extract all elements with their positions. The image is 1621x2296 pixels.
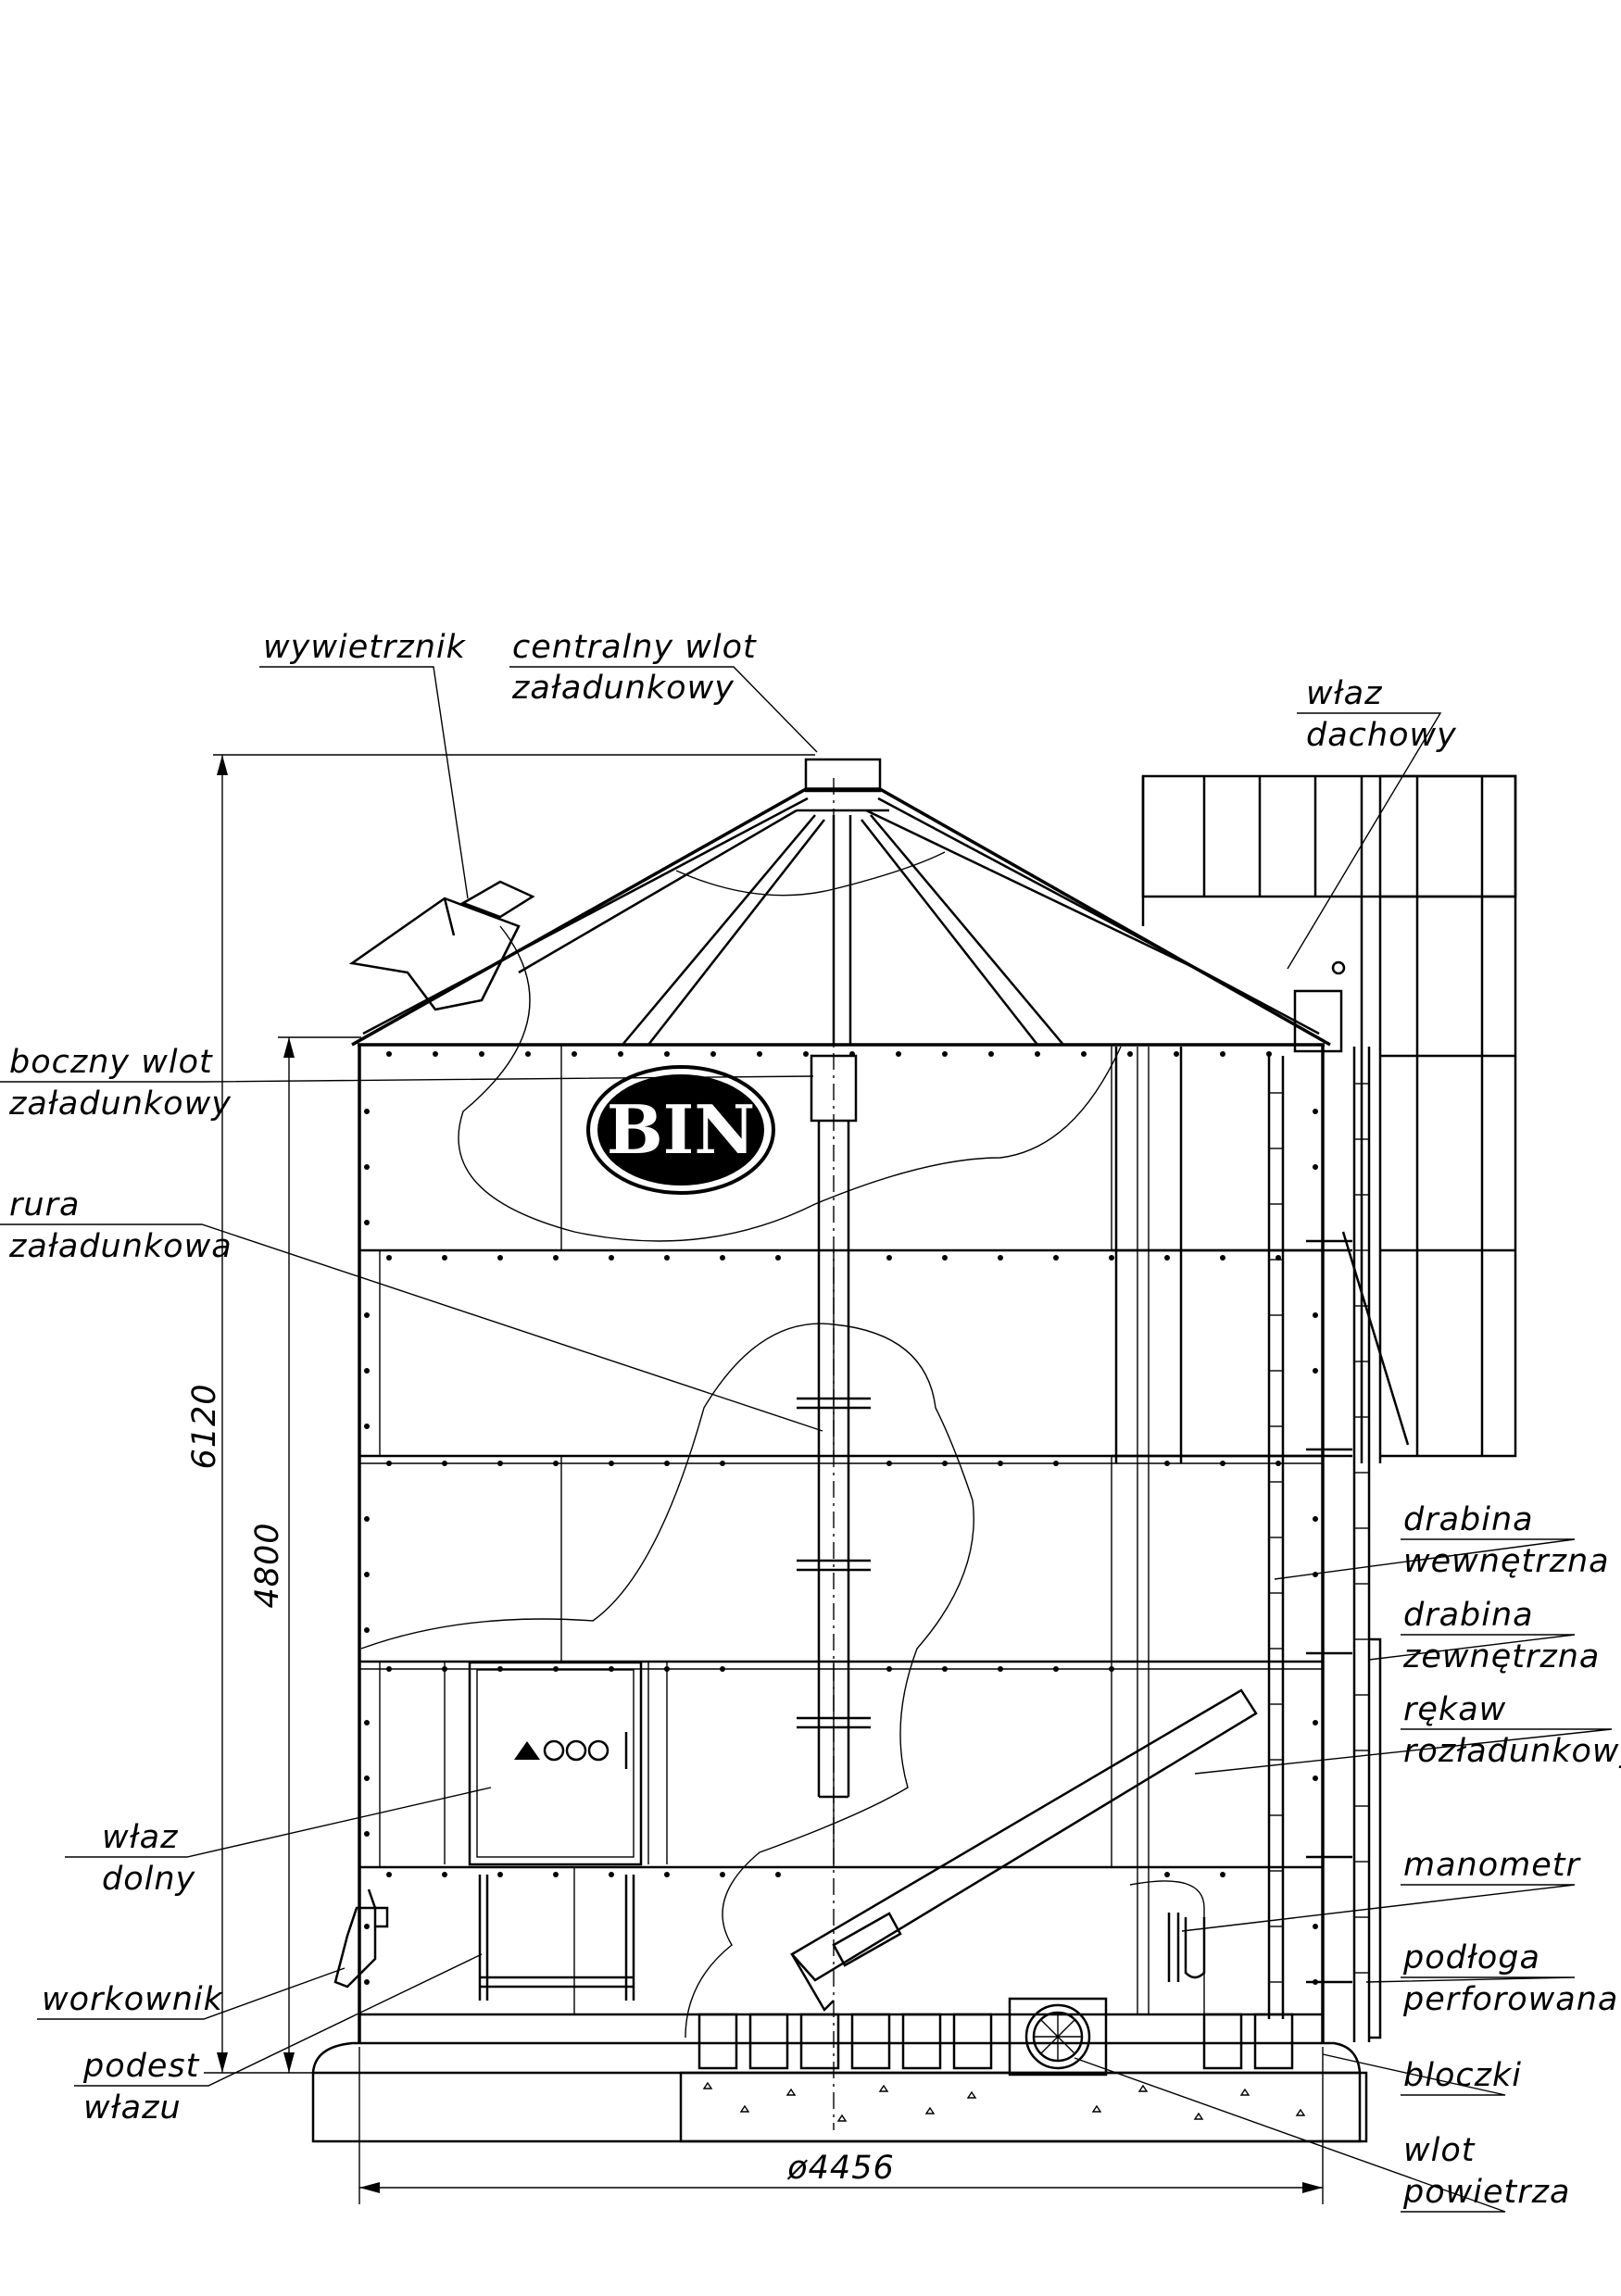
bin-logo: BIN (586, 1065, 775, 1195)
dimension-lines (204, 754, 1324, 2204)
label-loading-pipe-2: załadunkowa (8, 1228, 232, 1265)
label-inner-ladder-2: wewnętrzna (1403, 1543, 1610, 1580)
label-roof-hatch-1: właz (1306, 675, 1383, 712)
label-bottom-hatch-2: dolny (102, 1861, 196, 1898)
label-roof-hatch-2: dachowy (1306, 717, 1457, 754)
foundation-slab (311, 2041, 1362, 2143)
label-bagger: workownik (42, 1981, 224, 2018)
label-perforated-floor-2: perforowana (1402, 1981, 1618, 2018)
label-unload-sleeve-1: rękaw (1403, 1691, 1506, 1728)
callout-labels: wywietrznik centralny wlot załadunkowy w… (8, 629, 1621, 2211)
label-outer-ladder-2: zewnętrzna (1402, 1638, 1600, 1675)
side-inlet-hopper (348, 897, 521, 1011)
label-side-inlet-2: załadunkowy (8, 1085, 232, 1123)
inner-ladder (1267, 1056, 1285, 2019)
label-loading-pipe-1: rura (9, 1186, 80, 1223)
label-platform-1: podest (82, 2048, 200, 2085)
roof-vent (460, 880, 535, 919)
cutaway-outline (360, 925, 1122, 2039)
hatch-platform (478, 1875, 635, 2001)
air-inlet-fan (1008, 1997, 1108, 2076)
silo-wall (358, 1043, 1325, 2043)
dimension-total-height: 6120 (186, 1383, 223, 1469)
label-bottom-hatch-1: właz (102, 1819, 179, 1856)
label-unload-sleeve-2: rozładunkowy (1403, 1733, 1621, 1770)
dimension-diameter: ø4456 (786, 2150, 895, 2187)
ladder-cage (1112, 774, 1517, 1463)
silo-roof (351, 758, 1331, 1047)
concrete-block-area (679, 2071, 1368, 2143)
label-manometer: manometr (1403, 1847, 1581, 1884)
label-wywietrznik: wywietrznik (263, 629, 467, 666)
bagger (333, 1888, 389, 1989)
label-outer-ladder-1: drabina (1403, 1597, 1534, 1634)
logo-text: BIN (607, 1090, 755, 1169)
label-perforated-floor-1: podłoga (1402, 1939, 1540, 1976)
label-air-inlet-1: wlot (1403, 2132, 1476, 2169)
leader-lines (0, 666, 1613, 2213)
label-central-inlet-2: załadunkowy (511, 670, 735, 707)
label-central-inlet-1: centralny wlot (512, 629, 757, 666)
unloading-sleeve (790, 1047, 1258, 2014)
manometer (1129, 1880, 1206, 2038)
label-air-inlet-2: powietrza (1402, 2174, 1570, 2211)
floor-blocks (697, 2013, 1294, 2070)
label-inner-ladder-1: drabina (1403, 1501, 1534, 1538)
loading-pipe (797, 778, 871, 2130)
label-blocks: bloczki (1403, 2057, 1522, 2094)
bottom-hatch (444, 1661, 668, 1866)
label-platform-2: włazu (83, 2089, 182, 2127)
dimension-wall-height: 4800 (249, 1522, 286, 1608)
label-side-inlet-1: boczny wlot (9, 1044, 213, 1081)
outer-ladder (1306, 1047, 1382, 2042)
